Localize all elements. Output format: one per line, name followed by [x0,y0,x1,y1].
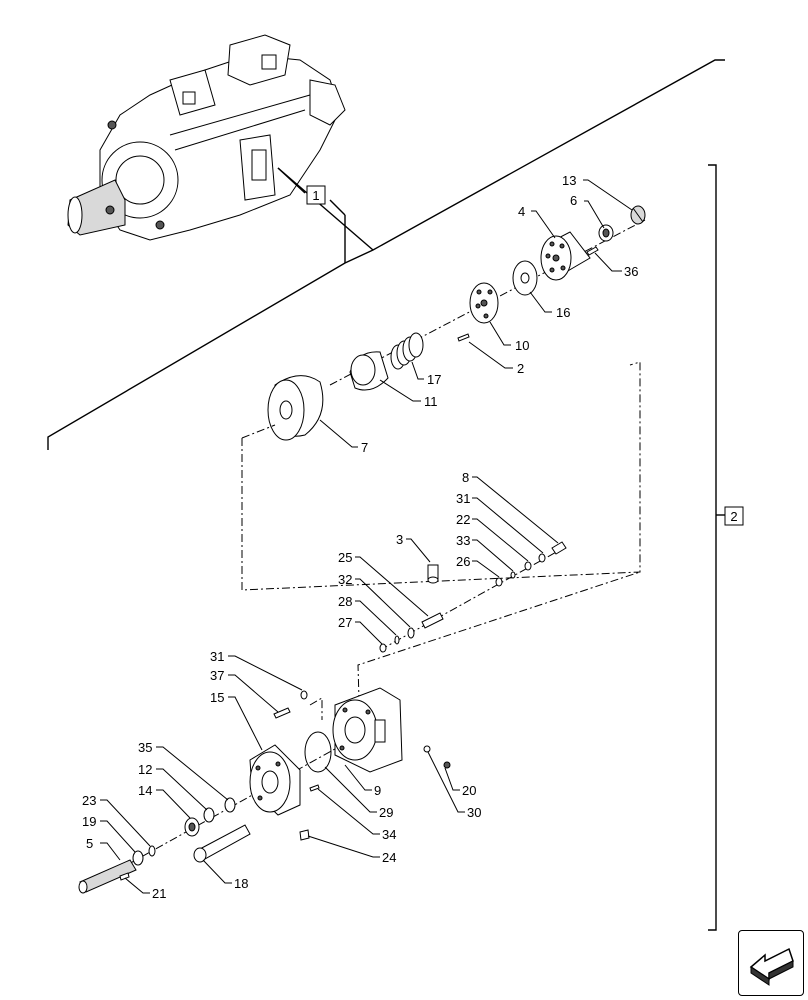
label-21: 21 [152,886,166,901]
label-6: 6 [570,193,577,208]
label-18: 18 [234,876,248,891]
part-18-sleeve [193,824,251,863]
part-11-swash-ball [349,351,389,391]
label-29: 29 [379,805,393,820]
label-25: 25 [338,550,352,565]
part-9-housing [332,687,403,773]
label-31-lower: 31 [210,649,224,664]
label-11: 11 [424,394,438,409]
label-33: 33 [456,533,470,548]
label-28: 28 [338,594,352,609]
dashed-envelope [241,361,641,591]
label-26: 26 [456,554,470,569]
svg-text:1: 1 [312,188,319,203]
part-16-valve-plate [512,260,538,296]
label-12: 12 [138,762,152,777]
part-7-swash-plate [267,375,324,441]
label-23: 23 [82,793,96,808]
pump-assembly-illustration [67,34,346,241]
upper-parts [267,205,646,441]
part-14-bearing [184,817,200,837]
label-2: 2 [517,361,524,376]
lower-parts [78,571,641,894]
callout-box-1: 1 [306,185,326,205]
svg-text:2: 2 [730,509,737,524]
back-navigation-button[interactable] [738,930,804,996]
label-22: 22 [456,512,470,527]
part-3-fitting [427,564,439,584]
label-32: 32 [338,572,352,587]
label-35: 35 [138,740,152,755]
part-5-shaft [78,859,137,894]
label-14: 14 [138,783,152,798]
middle-parts [379,541,567,653]
label-36: 36 [624,264,638,279]
label-5: 5 [86,836,93,851]
part-17-spring [390,332,424,370]
label-8: 8 [462,470,469,485]
part-13-nut [630,205,646,225]
label-10: 10 [515,338,529,353]
group-bracket-2: 2 [708,164,744,931]
label-24: 24 [382,850,396,865]
label-34: 34 [382,827,396,842]
label-17: 17 [427,372,441,387]
label-20: 20 [462,783,476,798]
label-30: 30 [467,805,481,820]
part-labels: 13 6 4 36 16 10 2 17 11 7 8 31 22 3 33 2… [82,173,638,901]
label-16: 16 [556,305,570,320]
label-4: 4 [518,204,525,219]
label-9: 9 [374,783,381,798]
label-3: 3 [396,532,403,547]
label-7: 7 [361,440,368,455]
label-13: 13 [562,173,576,188]
part-15-flange-plate [249,744,301,816]
label-27: 27 [338,615,352,630]
part-4-cylinder-block [540,231,591,281]
arrow-back-icon [749,947,794,986]
label-15: 15 [210,690,224,705]
label-37: 37 [210,668,224,683]
label-31-upper: 31 [456,491,470,506]
group-frame-lines [47,59,725,450]
leader-lines [100,179,633,894]
part-6-ring [598,224,614,242]
label-19: 19 [82,814,96,829]
part-10-retainer-plate [469,282,499,324]
